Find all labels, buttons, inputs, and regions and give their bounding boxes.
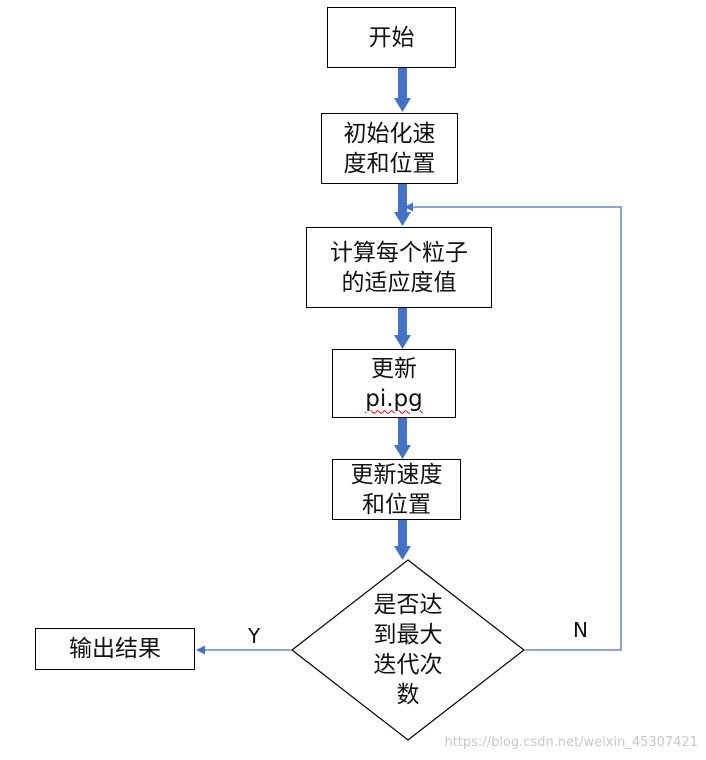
yes-label: Y bbox=[248, 624, 261, 648]
fitness-node: 计算每个粒子 的适应度值 bbox=[306, 227, 492, 308]
no-label: N bbox=[573, 618, 588, 642]
arrow-init-to-fitness bbox=[394, 184, 411, 226]
loop-back-arrowhead bbox=[404, 202, 413, 212]
arrow-start-to-init bbox=[394, 68, 411, 112]
output-label: 输出结果 bbox=[69, 636, 161, 662]
fitness-label-line1: 计算每个粒子 bbox=[330, 239, 468, 266]
update-vx-label-line2: 和位置 bbox=[362, 491, 431, 518]
decision-label-line3: 迭代次 bbox=[373, 652, 443, 678]
start-label: 开始 bbox=[368, 24, 415, 51]
fitness-label-line2: 的适应度值 bbox=[341, 269, 457, 296]
arrow-update-vx-to-decision bbox=[394, 520, 411, 560]
init-label-line2: 度和位置 bbox=[343, 150, 436, 177]
update-vx-label-line1: 更新速度 bbox=[350, 461, 443, 488]
decision-label-line2: 到最大 bbox=[373, 622, 443, 648]
arrow-update-p-to-update-vx bbox=[394, 418, 411, 459]
main-arrows bbox=[394, 68, 411, 560]
yes-arrowhead bbox=[196, 645, 205, 655]
loop-back-line bbox=[412, 206, 622, 651]
decision-diamond bbox=[291, 559, 525, 741]
init-label-line1: 初始化速 bbox=[343, 120, 436, 147]
update-p-label-line2: pi.pg bbox=[365, 385, 423, 412]
update-p-node: 更新 pi.pg bbox=[332, 349, 456, 418]
watermark: https://blog.csdn.net/weixin_45307421 bbox=[444, 735, 698, 750]
decision-label: 是否达 到最大 迭代次 数 bbox=[348, 590, 468, 710]
decision-label-line1: 是否达 bbox=[373, 592, 443, 618]
output-node: 输出结果 bbox=[35, 628, 195, 670]
start-node: 开始 bbox=[327, 7, 456, 68]
decision-label-line4: 数 bbox=[396, 682, 420, 708]
update-vx-node: 更新速度 和位置 bbox=[332, 459, 461, 520]
init-node: 初始化速 度和位置 bbox=[321, 113, 458, 184]
arrow-fitness-to-update-p bbox=[394, 308, 411, 349]
update-p-label-line1: 更新 bbox=[371, 355, 417, 382]
